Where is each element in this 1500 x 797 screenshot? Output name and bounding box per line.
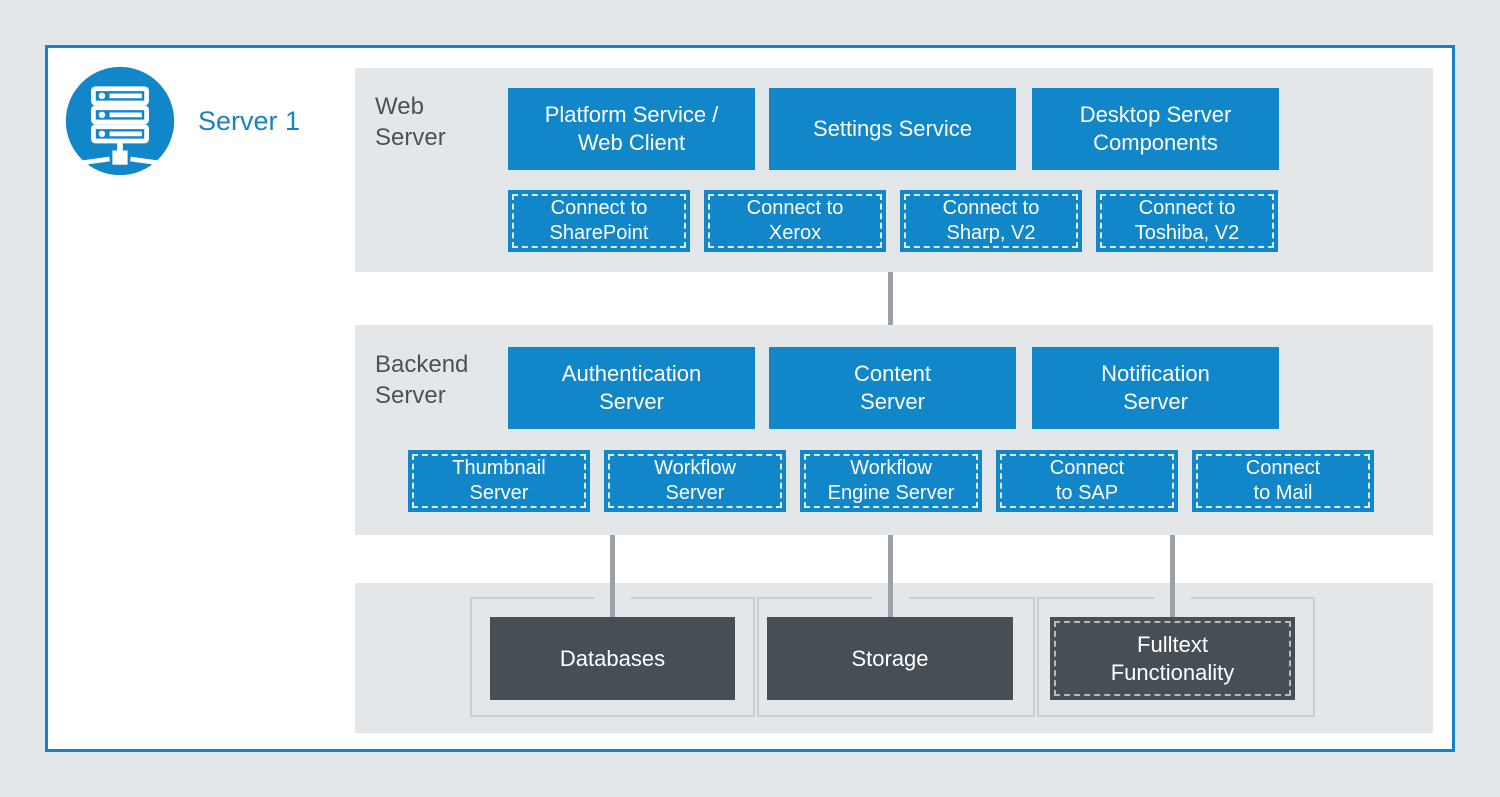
connector-box-sharepoint: Connect to SharePoint: [508, 190, 690, 252]
storage-box: Storage: [767, 617, 1013, 700]
connector-box-toshiba: Connect to Toshiba, V2: [1096, 190, 1278, 252]
databases-box: Databases: [490, 617, 735, 700]
connector-line-databases: [610, 535, 615, 619]
connector-line-storage: [888, 535, 893, 619]
connector-box-thumbnail-server: Thumbnail Server: [408, 450, 590, 512]
connector-line-web-backend: [888, 272, 893, 325]
service-box-authentication-server: Authentication Server: [508, 347, 755, 429]
connector-box-xerox: Connect to Xerox: [704, 190, 886, 252]
service-box-platform-web-client: Platform Service / Web Client: [508, 88, 755, 170]
fulltext-functionality-box: Fulltext Functionality: [1050, 617, 1295, 700]
connector-box-workflow-engine-server: Workflow Engine Server: [800, 450, 982, 512]
service-box-desktop-server-components: Desktop Server Components: [1032, 88, 1279, 170]
connector-box-sap: Connect to SAP: [996, 450, 1178, 512]
backend-server-label: Backend Server: [375, 351, 469, 409]
connector-box-mail: Connect to Mail: [1192, 450, 1374, 512]
connector-box-workflow-server: Workflow Server: [604, 450, 786, 512]
web-server-label: Web Server: [375, 93, 446, 151]
connector-line-fulltext: [1170, 535, 1175, 619]
service-box-notification-server: Notification Server: [1032, 347, 1279, 429]
server-label: Server 1: [198, 106, 301, 136]
connector-box-sharp: Connect to Sharp, V2: [900, 190, 1082, 252]
service-box-settings-service: Settings Service: [769, 88, 1016, 170]
server-icon: [63, 64, 177, 178]
service-box-content-server: Content Server: [769, 347, 1016, 429]
